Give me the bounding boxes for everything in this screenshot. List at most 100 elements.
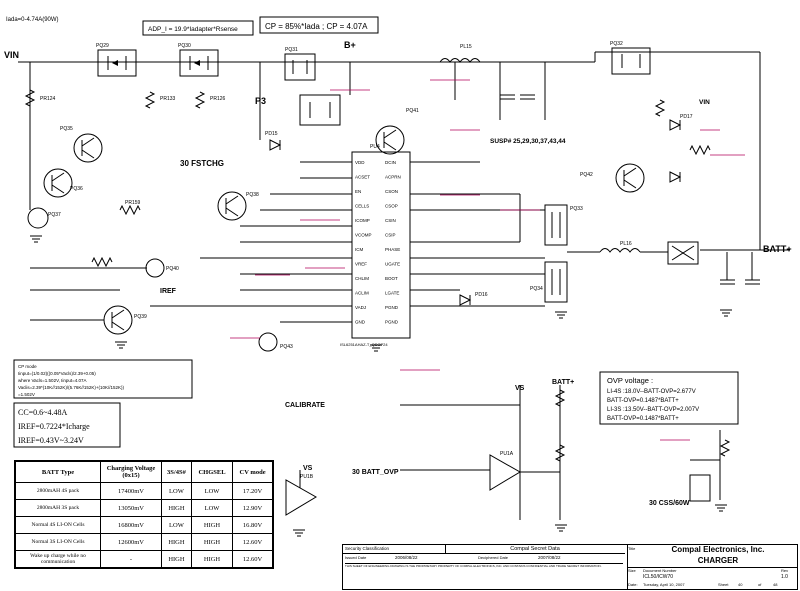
batt-table-cell: Normal 4S LI-ON Cells [15, 516, 101, 534]
controller-pin-right: CSIP [385, 233, 396, 238]
batt-ovp-label: 30 BATT_OVP [352, 469, 399, 476]
disclaimer: THIS SHEET OF ENGINEERING DRAWING IS THE… [345, 563, 623, 588]
svg-text:PQ38: PQ38 [246, 192, 259, 198]
resistor-label-d: PR159 [125, 200, 141, 206]
transistor-pq39: PQ39 [103, 305, 147, 335]
cc-note-3: IREF=0.43V~3.24V [18, 436, 84, 445]
sense-resistor [667, 241, 699, 265]
batt-table-cell: 16800mV [100, 516, 162, 534]
controller-pin-left: ICOMP [355, 218, 370, 223]
controller-pin-right: BOOT [385, 276, 398, 281]
batt-table-cell: 12.90V [232, 499, 273, 517]
batt-table-cell: LOW [161, 482, 192, 500]
batt-table-cell: 2800mAH 3S pack [15, 499, 101, 517]
inductor-pl16: PL16 [567, 241, 668, 253]
docnum: ICL50/ICW70 [643, 574, 674, 580]
transistor-pq36: PQ36 [43, 168, 83, 198]
controller-pin-right: CSON [385, 189, 398, 194]
issued-date: 2006/08/22 [395, 555, 418, 560]
fstchg-label: 30 FSTCHG [180, 159, 224, 168]
controller-pin-left: EN [355, 189, 361, 194]
title-label: Title [628, 546, 636, 551]
batt-table-cell: Wake up charge while no communication [15, 550, 101, 568]
cc-note-2: IREF=0.7224*Icharge [18, 422, 90, 431]
secret-label: Compal Secret Data [445, 545, 625, 554]
cp-formula-box [259, 16, 379, 34]
svg-text:PQ30: PQ30 [178, 43, 191, 49]
calc-note-box [13, 359, 193, 399]
mosfet-pq34: PQ34 [530, 261, 568, 303]
col-charging-voltage: Charging Voltage (0x15) [100, 461, 162, 483]
calc-note-5: =1.502V [18, 392, 35, 397]
ovp-line-1: LI-4S :18.0V--BATT-OVP=2.677V [607, 389, 696, 395]
ovp-circuit [285, 385, 721, 520]
mosfet-p3-block [299, 94, 341, 126]
suspn-label: SUSP# 25,29,30,37,43,44 [490, 138, 566, 145]
controller-pin-left: VCOMP [355, 233, 372, 238]
svg-text:ISL6251AHAZ-T_QSOP24: ISL6251AHAZ-T_QSOP24 [340, 342, 388, 347]
col-chgsel: CHGSEL [190, 461, 234, 483]
svg-text:PQ33: PQ33 [570, 206, 583, 212]
rev-label: Rev [781, 568, 789, 573]
batt-plus-label: BATT+ [763, 244, 792, 254]
controller-pin-right: DCIN [385, 160, 396, 165]
svg-text:PL15: PL15 [460, 44, 472, 50]
svg-text:PQ43: PQ43 [280, 344, 293, 350]
adp-formula-box [142, 20, 254, 36]
batt-table: BATT Type Charging Voltage (0x15) 3S/4S#… [14, 460, 274, 569]
sheet-title: CHARGER [697, 556, 739, 565]
inductor-pl15: PL15 [439, 44, 481, 63]
sheet-number: 40 [738, 582, 743, 587]
controller-pin-left: ICM [355, 247, 364, 252]
p3-label: P3 [255, 96, 266, 106]
decipher-date: 2007/08/22 [538, 555, 561, 560]
controller-pin-right: CSIN [385, 218, 396, 223]
controller-pu4: PU4 ISL6251AHAZ-T_QSOP24 VDDACSETENCELLS… [340, 144, 411, 347]
svg-text:PU4: PU4 [370, 144, 380, 150]
caps-rail [500, 94, 760, 285]
docnum-label: Document Number [643, 568, 677, 573]
date-label: Date: [628, 582, 638, 587]
svg-text:PQ40: PQ40 [166, 266, 179, 272]
batt-table-cell: Normal 3S LI-ON Cells [15, 533, 101, 551]
diode-label-c: PD17 [680, 114, 693, 120]
svg-text:PQ37: PQ37 [48, 212, 61, 218]
batt-plus-label-2: BATT+ [552, 379, 574, 386]
batt-table-cell: HIGH [190, 516, 234, 534]
batt-table-cell: LOW [190, 499, 234, 517]
opamp-label: PU1A [500, 451, 514, 457]
calc-note-3: where Vacls=1.502V, Iinput=4.07A [18, 378, 87, 383]
transistor-pq35: PQ35 [60, 126, 103, 163]
calc-note-4: Vaclis=2.39*(10K//152K)/(5.76K//152K)+(1… [18, 385, 124, 390]
svg-text:PQ31: PQ31 [285, 47, 298, 53]
iada-note: Iada=0-4.74A(90W) [6, 17, 59, 23]
batt-table-cell: HIGH [190, 533, 234, 551]
resistors [24, 89, 731, 462]
sense-resistor-mark [671, 245, 695, 261]
transistor-pq41: PQ41 [375, 108, 419, 155]
cc-note-box [13, 402, 121, 448]
controller-pin-left: ACSET [355, 175, 370, 180]
col-batt-type: BATT Type [15, 461, 101, 483]
diodes [269, 119, 682, 306]
batt-table-cell: 12600mV [100, 533, 162, 551]
svg-text:PQ32: PQ32 [610, 41, 623, 47]
batt-table-cell: HIGH [190, 550, 234, 568]
vin-label-2: VIN [699, 99, 710, 106]
company-name: Compal Electronics, Inc. [671, 545, 765, 554]
ovp-line-4: BATT-OVP=0.1487*BATT+ [607, 416, 679, 422]
batt-table-cell: HIGH [161, 533, 192, 551]
ovp-line-2: BATT-OVP=0.1487*BATT+ [607, 398, 679, 404]
svg-text:PQ29: PQ29 [96, 43, 109, 49]
controller-pin-right: LGATE [385, 291, 399, 296]
transistor-pq43: PQ43 [258, 332, 293, 352]
diode-label-a: PD15 [265, 131, 278, 137]
resistor-label-c: PR126 [210, 96, 226, 102]
rev: 1.0 [781, 574, 788, 580]
batt-table-cell: LOW [190, 482, 234, 500]
svg-text:PQ39: PQ39 [134, 314, 147, 320]
batt-table-cell: 17400mV [100, 482, 162, 500]
batt-table-cell: 12.60V [232, 550, 273, 568]
mosfet-pq29: PQ29 [96, 43, 137, 77]
of-number: 48 [773, 582, 778, 587]
